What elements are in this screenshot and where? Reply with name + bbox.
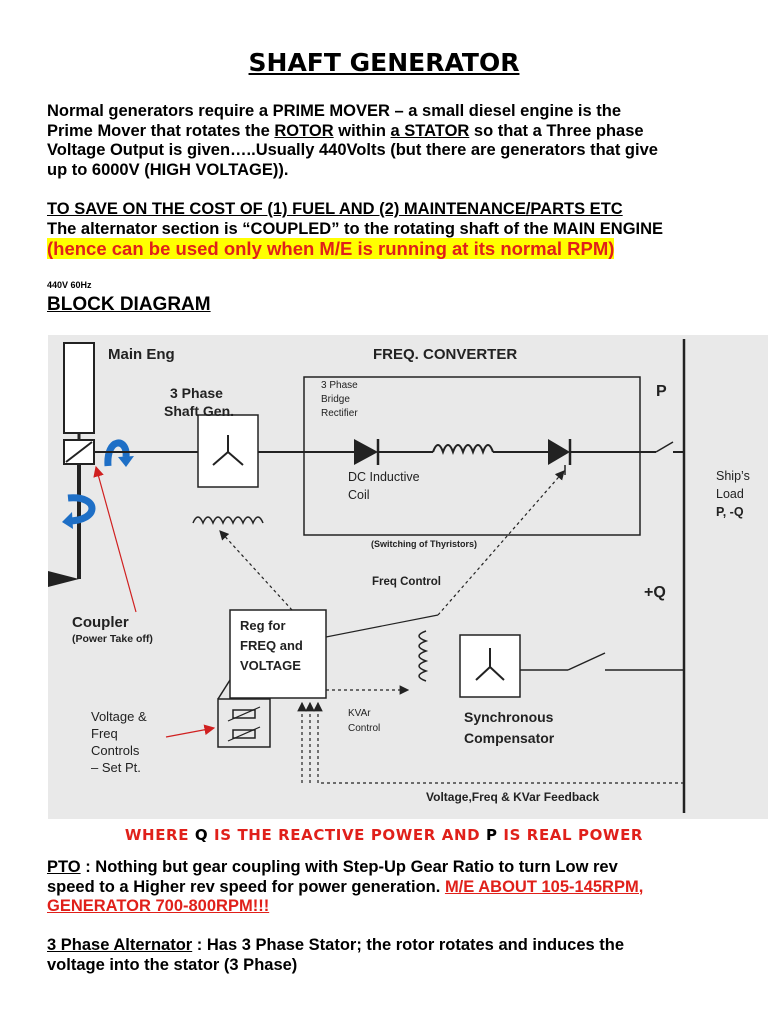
dc-coil-label-1: DC Inductive [348, 470, 420, 484]
generator-rpm-note: GENERATOR 700-800RPM!!! [47, 897, 270, 915]
freq-control-arrow [437, 470, 565, 616]
propeller-icon [48, 571, 79, 587]
feedback-label: Voltage,Freq & KVar Feedback [426, 790, 599, 804]
reg-label-3: VOLTAGE [240, 658, 301, 673]
plus-q-label: +Q [644, 584, 666, 601]
intro-line-1: Normal generators require a PRIME MOVER … [47, 102, 622, 120]
sync-comp-label-1: Synchronous [464, 709, 554, 725]
shaft-gen-label-2: Shaft Gen. [164, 403, 234, 419]
alternator-paragraph: 3 Phase Alternator : Has 3 Phase Stator;… [47, 936, 747, 975]
compensator-switch [567, 652, 606, 671]
compensator-coil-icon [418, 630, 429, 682]
q-symbol: Q [194, 826, 209, 844]
highlighted-note: (hence can be used only when M/E is runn… [47, 238, 615, 259]
controls-label-3: Controls [91, 743, 140, 758]
reg-label-1: Reg for [240, 618, 286, 633]
intro-text-a: Prime Mover that rotates the [47, 121, 275, 140]
rectifier-label-3: Rectifier [321, 408, 358, 419]
control-line [325, 614, 439, 638]
coupler-label: Coupler [72, 614, 129, 631]
main-engine-label: Main Eng [108, 346, 175, 363]
resistor-icon [232, 709, 256, 719]
sync-comp-label-2: Compensator [464, 730, 555, 746]
where-text-a: WHERE [124, 826, 195, 844]
kvar-label-1: KVAr [348, 708, 371, 719]
pto-text-2: speed to a Higher rev speed for power ge… [47, 877, 445, 896]
ships-load-label-3: P, -Q [716, 505, 744, 519]
coupler-pointer-arrow [93, 465, 137, 613]
breaker-switch [655, 441, 674, 453]
block-diagram: Main Eng FREQ. CONVERTER 3 Phase Shaft G… [48, 335, 768, 819]
p-label: P [656, 383, 667, 400]
freq-converter-box [303, 376, 641, 536]
dc-coil-label-2: Coil [348, 488, 370, 502]
me-rpm-note: M/E ABOUT 105-145RPM, [444, 877, 644, 896]
rectifier-diode-icon [354, 439, 378, 465]
switching-label: (Switching of Thyristors) [371, 539, 477, 549]
engine-block [63, 342, 95, 434]
controls-label-2: Freq [91, 726, 118, 741]
pto-line-2: speed to a Higher rev speed for power ge… [47, 878, 747, 898]
freq-control-label: Freq Control [372, 576, 441, 588]
shaft-gen-label-1: 3 Phase [170, 385, 223, 401]
alternator-term: 3 Phase Alternator [47, 936, 193, 954]
rotor-term: ROTOR [274, 121, 334, 140]
regulator-block [229, 609, 327, 699]
rating-label: 440V 60Hz [47, 280, 92, 290]
intro-paragraph: Normal generators require a PRIME MOVER … [47, 102, 747, 180]
pto-term: PTO [47, 858, 81, 876]
intro-text-b: within [333, 121, 391, 140]
freq-converter-label: FREQ. CONVERTER [373, 346, 517, 363]
where-text-c: IS REAL POWER [497, 826, 644, 844]
stator-term: a STATOR [390, 121, 470, 140]
pto-line-1: PTO : Nothing but gear coupling with Ste… [47, 858, 747, 878]
block-diagram-heading: BLOCK DIAGRAM [47, 294, 211, 315]
ships-load-label-2: Load [716, 487, 744, 501]
resistor-icon [232, 729, 256, 739]
generator-coil-icon [192, 516, 264, 525]
p-symbol: P [485, 826, 498, 844]
alternator-line-1: 3 Phase Alternator : Has 3 Phase Stator;… [47, 936, 747, 956]
controls-label-1: Voltage & [91, 709, 147, 724]
save-line-1: TO SAVE ON THE COST OF (1) FUEL AND (2) … [47, 200, 623, 218]
intro-text-c: so that a Three phase [469, 121, 644, 140]
rectifier-label-1: 3 Phase [321, 380, 358, 391]
intro-line-3: Voltage Output is given…..Usually 440Vol… [47, 141, 658, 159]
set-point-pointer-arrow [165, 724, 216, 738]
save-paragraph: TO SAVE ON THE COST OF (1) FUEL AND (2) … [47, 200, 747, 259]
alternator-text-1: : Has 3 Phase Stator; the rotor rotates … [192, 936, 625, 954]
reg-label-2: FREQ and [240, 638, 303, 653]
page-title: SHAFT GENERATOR [248, 48, 520, 77]
intro-line-2: Prime Mover that rotates the ROTOR withi… [47, 122, 747, 142]
set-point-box [217, 698, 271, 748]
save-line-2: The alternator section is “COUPLED” to t… [47, 219, 664, 238]
ships-load-label-1: Ship’s [716, 469, 750, 483]
kvar-label-2: Control [348, 723, 380, 734]
pto-paragraph: PTO : Nothing but gear coupling with Ste… [47, 858, 747, 917]
dc-inductive-coil-icon [432, 444, 494, 455]
alternator-line-2: voltage into the stator (3 Phase) [47, 955, 298, 974]
rotation-arrow-icon [67, 494, 96, 525]
controls-label-4: – Set Pt. [91, 760, 141, 775]
where-text-b: IS THE REACTIVE POWER AND [208, 826, 486, 844]
rectifier-label-2: Bridge [321, 394, 350, 405]
pto-label: (Power Take off) [72, 633, 153, 645]
block-diagram-svg: Main Eng FREQ. CONVERTER 3 Phase Shaft G… [48, 339, 750, 813]
intro-line-4: up to 6000V (HIGH VOLTAGE)). [47, 160, 289, 179]
reactive-power-note: WHERE Q IS THE REACTIVE POWER AND P IS R… [0, 826, 768, 844]
pto-text-1: : Nothing but gear coupling with Step-Up… [80, 858, 618, 876]
excitation-arrow [219, 530, 293, 611]
thyristor-icon [548, 439, 570, 465]
